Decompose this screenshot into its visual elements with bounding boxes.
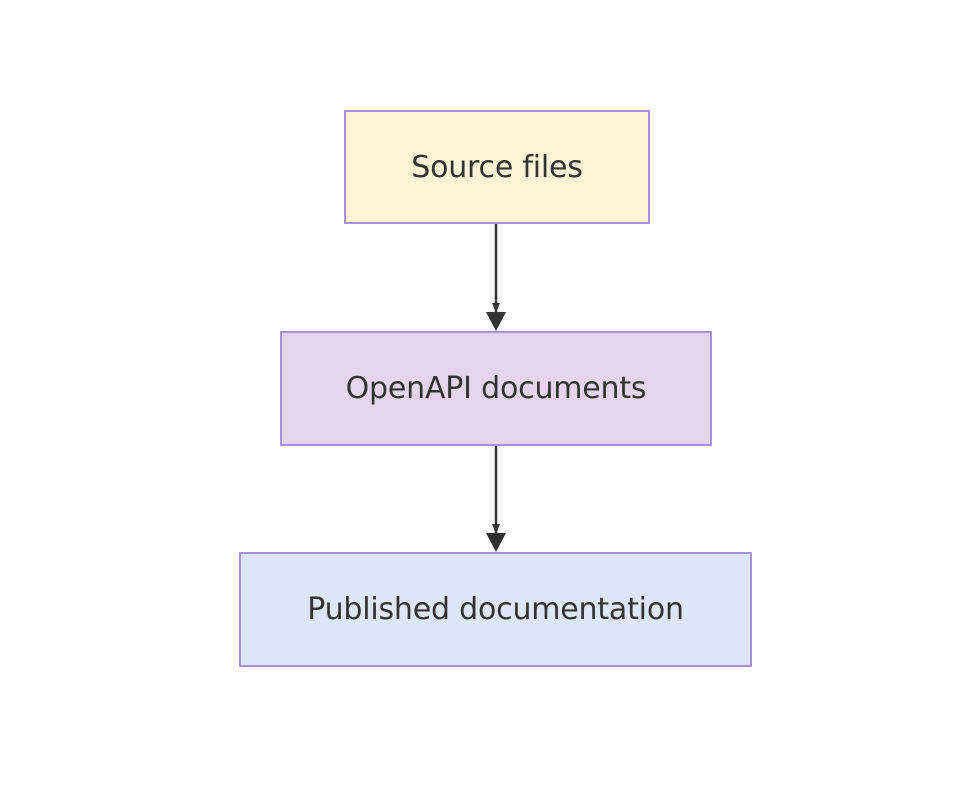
flow-node-label: Source files bbox=[411, 149, 583, 185]
flow-node-label: OpenAPI documents bbox=[345, 371, 647, 406]
flow-node-openapi-documents[interactable]: OpenAPI documents bbox=[280, 331, 712, 446]
edge-openapi-to-published bbox=[486, 446, 506, 552]
flow-node-label: Published documentation bbox=[307, 592, 684, 627]
arrowhead-icon bbox=[486, 533, 506, 552]
arrowhead-icon bbox=[486, 312, 506, 331]
edge-source-to-openapi bbox=[486, 224, 506, 331]
flow-node-published-documentation[interactable]: Published documentation bbox=[239, 552, 752, 667]
flow-node-source-files[interactable]: Source files bbox=[344, 110, 650, 224]
